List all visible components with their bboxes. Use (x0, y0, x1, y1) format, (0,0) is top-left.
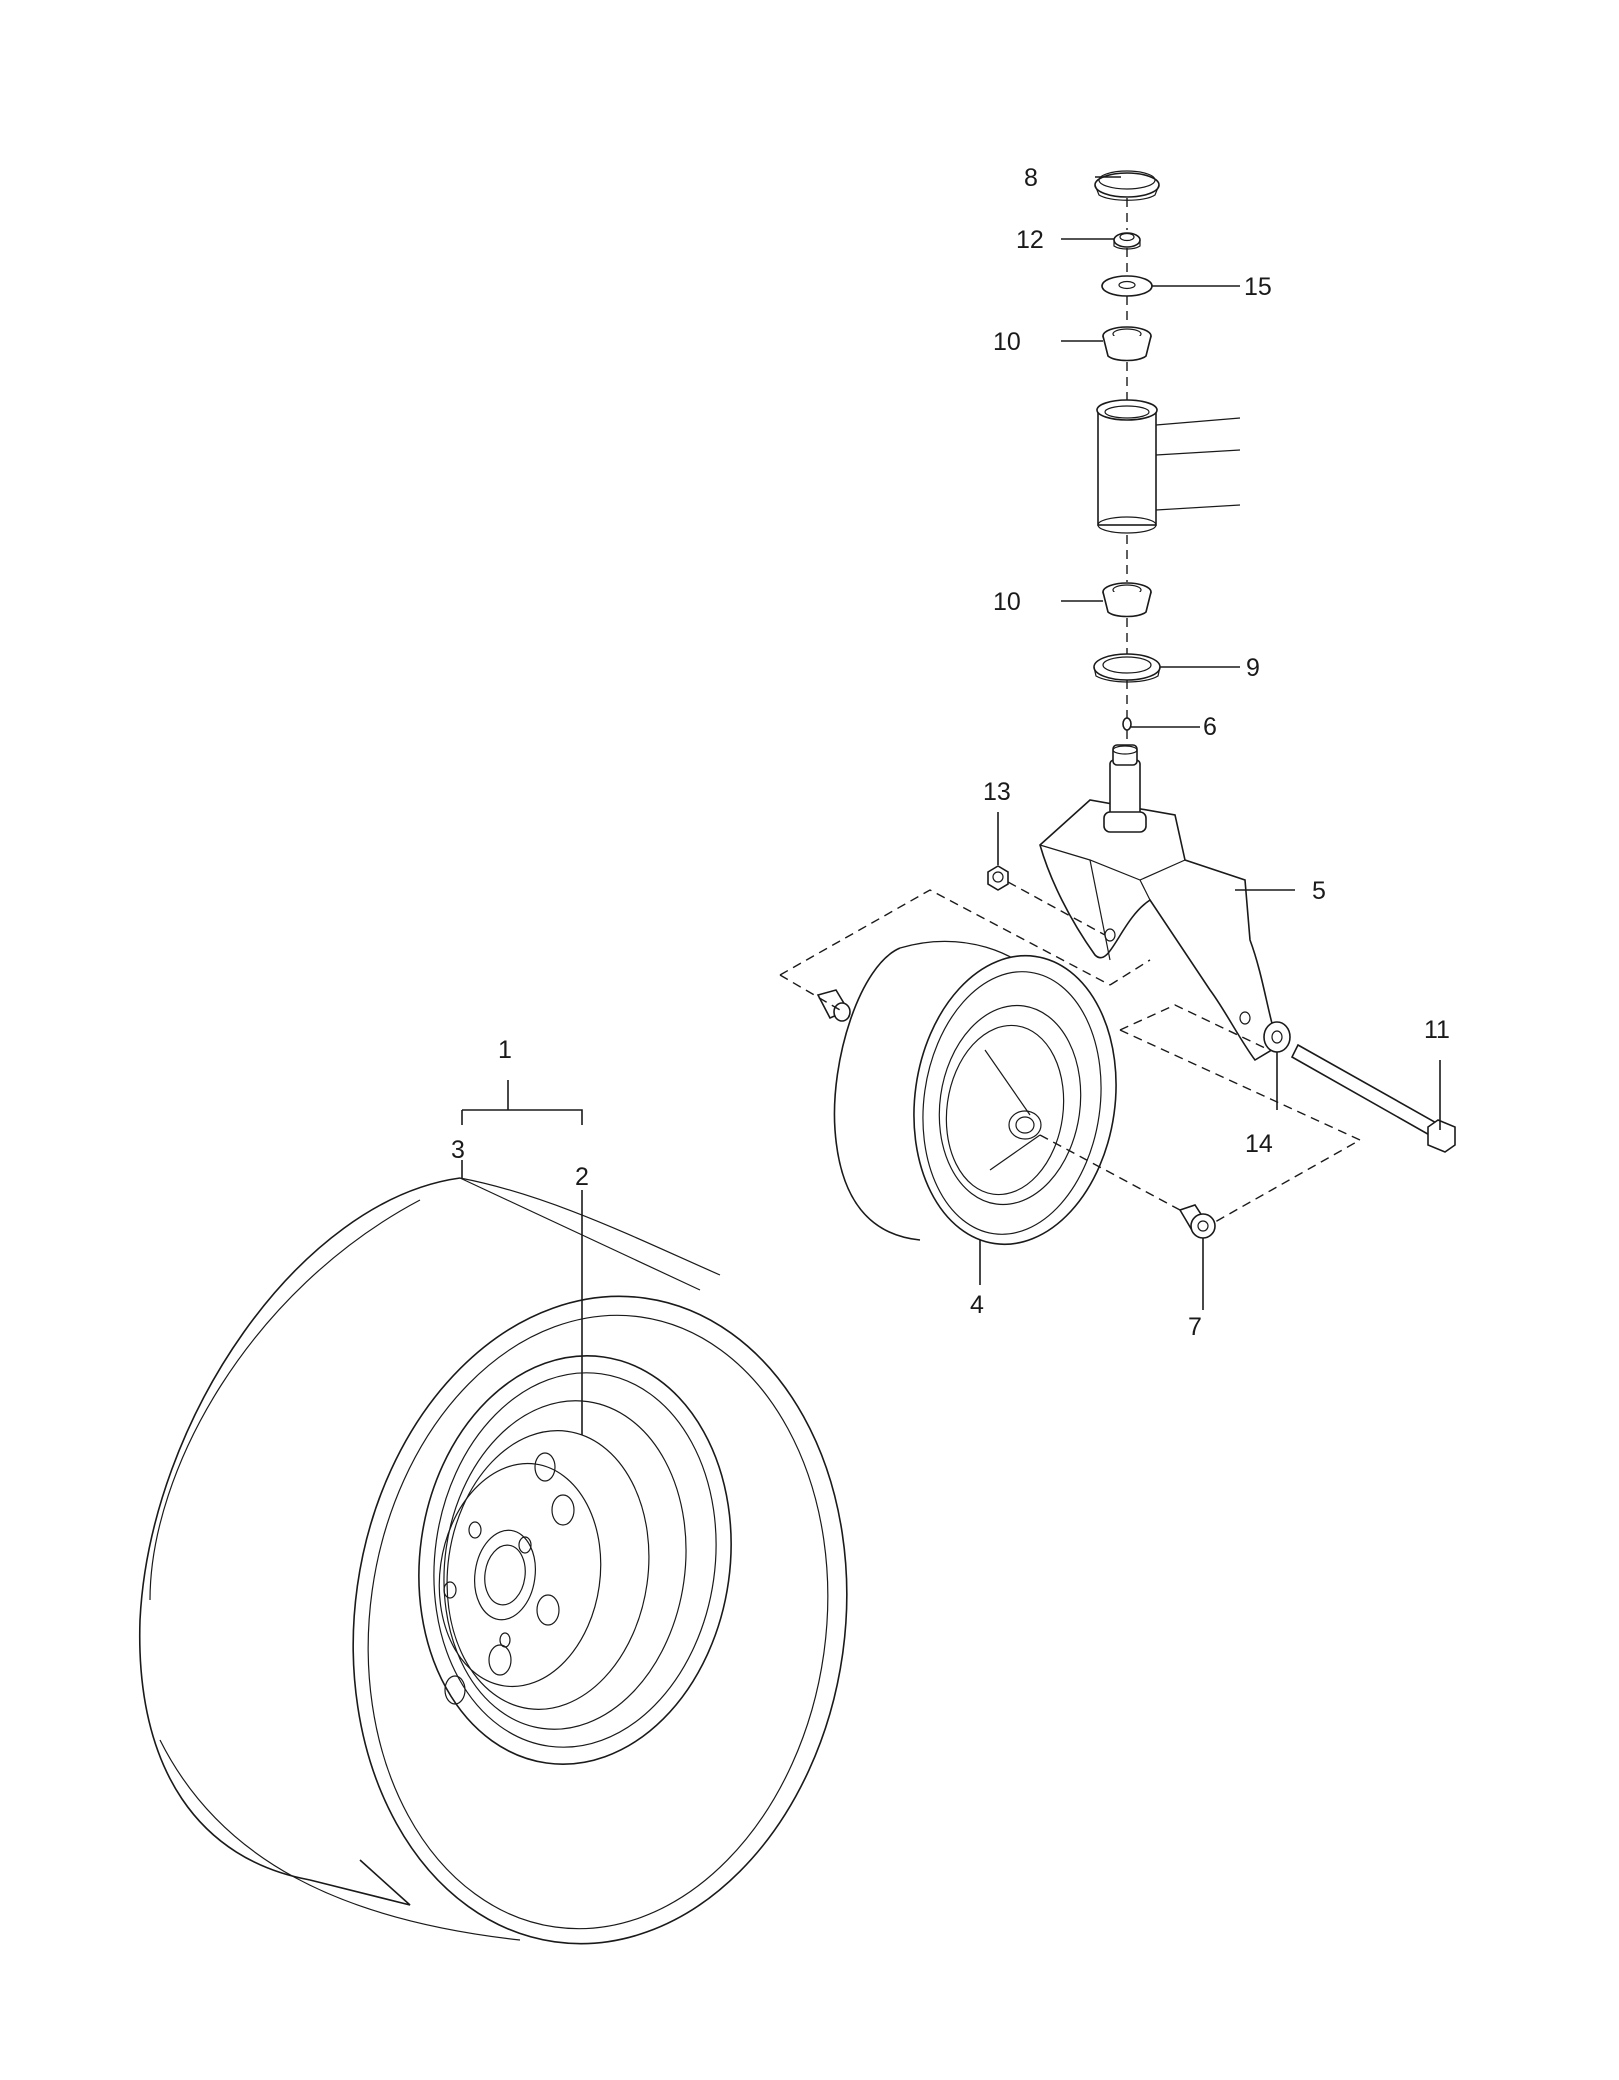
callout-9: 9 (1246, 654, 1260, 682)
large-tire-outline-top (459, 1177, 701, 1291)
bearing-upper-part-10 (1102, 326, 1152, 362)
bearing-lower-part-10 (1102, 582, 1152, 618)
callout-8: 8 (1024, 164, 1038, 192)
large-tire-outline-bottom (159, 1739, 521, 1941)
washer-part-15 (1101, 275, 1153, 297)
pivot-tube (1096, 399, 1241, 534)
assembly-lines (779, 198, 1362, 1223)
fork-spindle (1103, 744, 1147, 833)
callout-10-upper: 10 (993, 328, 1021, 356)
callout-2: 2 (575, 1163, 589, 1191)
callout-15: 15 (1244, 273, 1272, 301)
seal-part-9 (1093, 653, 1161, 683)
caster-fork (1039, 799, 1282, 1062)
callout-13: 13 (983, 778, 1011, 806)
callout-12: 12 (1016, 226, 1044, 254)
caster-wheel (833, 940, 1117, 1246)
nut-part-13 (987, 865, 1009, 891)
callout-6: 6 (1203, 713, 1217, 741)
large-tire-assembly (138, 1177, 848, 1945)
callout-14: 14 (1245, 1130, 1273, 1158)
large-tire-front-bead (367, 1314, 829, 1930)
bolt-part-11 (1290, 1043, 1456, 1153)
washer-part-14 (1263, 1021, 1291, 1053)
callout-4: 4 (970, 1291, 984, 1319)
large-rim (418, 1355, 732, 1765)
callout-11: 11 (1424, 1016, 1450, 1044)
grease-fitting-part-6 (1122, 717, 1132, 731)
large-tire-tread-inner (149, 1199, 421, 1601)
callout-7: 7 (1188, 1313, 1202, 1341)
dust-cap-part-8 (1094, 170, 1160, 201)
caster-wheel-front (913, 954, 1117, 1246)
large-tire-tread (459, 1177, 721, 1276)
spacer-left-part-7 (816, 989, 851, 1022)
callout-1: 1 (498, 1036, 512, 1064)
leader-lines (461, 176, 1441, 1435)
callouts: 1 2 3 4 5 6 7 8 9 10 10 11 12 13 14 15 (451, 164, 1450, 1341)
callout-10-lower: 10 (993, 588, 1021, 616)
callout-3: 3 (451, 1136, 465, 1164)
caster-wheel-back (833, 947, 921, 1241)
spacer-right-part-7 (1178, 1204, 1216, 1239)
callout-5: 5 (1312, 877, 1326, 905)
nut-part-12 (1113, 232, 1141, 250)
